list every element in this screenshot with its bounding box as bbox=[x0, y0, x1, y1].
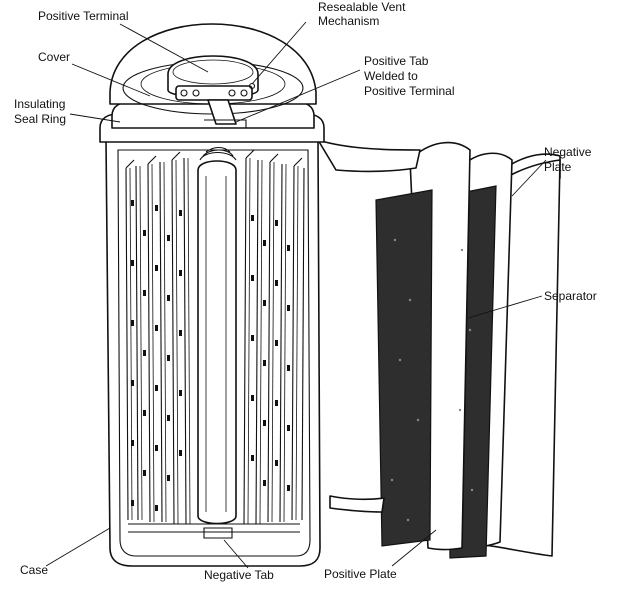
label-negative-tab: Negative Tab bbox=[204, 568, 274, 582]
label-positive-plate: Positive Plate bbox=[324, 567, 397, 581]
label-positive-tab-line3: Positive Terminal bbox=[364, 84, 454, 98]
leader-cover bbox=[71, 63, 151, 97]
leader-negative-plate bbox=[511, 159, 547, 197]
leader-positive-plate bbox=[391, 529, 437, 567]
label-seal-line1: Insulating bbox=[14, 97, 65, 111]
label-case: Case bbox=[20, 563, 48, 577]
leader-positive-tab bbox=[235, 69, 361, 123]
leader-seal-ring bbox=[69, 113, 121, 123]
leader-lines bbox=[45, 21, 547, 569]
label-negative-plate-line1: Negative bbox=[544, 145, 592, 159]
positive-tab bbox=[207, 99, 237, 125]
label-vent-line1: Resealable Vent bbox=[318, 0, 406, 14]
label-vent-line2: Mechanism bbox=[318, 14, 379, 28]
negative-tab bbox=[203, 527, 233, 539]
label-positive-tab-line1: Positive Tab bbox=[364, 54, 429, 68]
separator-bottom-fold bbox=[329, 495, 385, 513]
label-positive-tab-line2: Welded to bbox=[364, 69, 418, 83]
positive-plate-front bbox=[375, 189, 433, 547]
leader-separator bbox=[467, 295, 543, 319]
leader-negative-tab bbox=[223, 539, 249, 569]
labels: Positive Terminal Resealable Vent Mechan… bbox=[14, 0, 597, 582]
plate-texture bbox=[390, 238, 474, 522]
center-mandrel bbox=[197, 160, 237, 525]
label-separator: Separator bbox=[544, 289, 597, 303]
label-positive-terminal: Positive Terminal bbox=[38, 9, 128, 23]
cell-body bbox=[99, 23, 325, 567]
separator-sheet-front bbox=[317, 139, 421, 173]
mandrel-coil bbox=[199, 146, 237, 161]
case-inner-wall bbox=[117, 149, 311, 557]
label-seal-line2: Seal Ring bbox=[14, 112, 66, 126]
leader-vent bbox=[251, 21, 307, 85]
leader-positive-terminal bbox=[119, 23, 209, 73]
label-cover: Cover bbox=[38, 50, 70, 64]
leader-case bbox=[45, 527, 111, 567]
plate-perforations bbox=[131, 200, 290, 511]
electrode-layers bbox=[125, 149, 305, 525]
unrolled-plates bbox=[317, 139, 561, 559]
resealable-vent bbox=[175, 82, 256, 101]
label-negative-plate-line2: Plate bbox=[544, 160, 572, 174]
